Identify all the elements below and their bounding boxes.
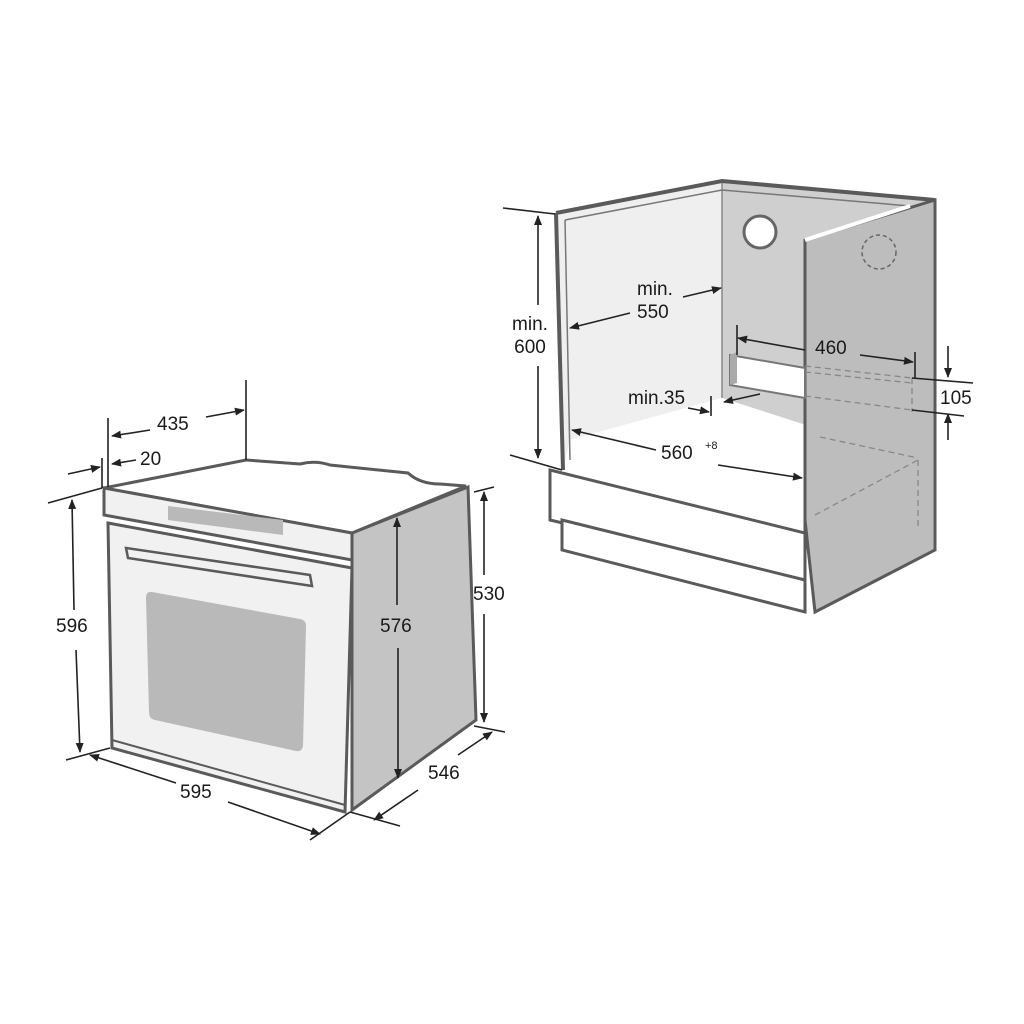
oven-drawing bbox=[102, 458, 478, 814]
oven-side-panel bbox=[350, 484, 478, 813]
dim-min-gap: min.35 bbox=[628, 388, 686, 409]
dim-inner-width: 560 bbox=[661, 443, 693, 464]
oven-display bbox=[168, 506, 283, 535]
dim-side-height: 530 bbox=[473, 584, 505, 605]
oven-handle bbox=[124, 546, 314, 588]
dim-depth-top: 435 bbox=[157, 414, 189, 435]
dim-min-depth-label: min. bbox=[637, 279, 673, 300]
dim-body-height: 576 bbox=[380, 616, 412, 637]
oven-top bbox=[103, 458, 467, 535]
dim-front-offset: 20 bbox=[140, 449, 162, 470]
dim-min-depth-value: 550 bbox=[637, 302, 669, 323]
dim-depth: 546 bbox=[428, 763, 460, 784]
dim-inner-width-tolerance: +8 bbox=[705, 440, 718, 452]
cabinet-dimensions bbox=[502, 207, 974, 481]
dim-vent-width: 460 bbox=[815, 338, 847, 359]
dim-width: 595 bbox=[180, 782, 212, 803]
dim-total-height: 596 bbox=[56, 616, 88, 637]
dim-min-height-value: 600 bbox=[514, 337, 546, 358]
dim-min-height-label: min. bbox=[512, 314, 548, 335]
cabinet-drawing bbox=[548, 178, 937, 615]
dim-vent-height: 105 bbox=[940, 388, 972, 409]
oven-window bbox=[146, 591, 306, 752]
oven-dimensions bbox=[47, 380, 506, 841]
